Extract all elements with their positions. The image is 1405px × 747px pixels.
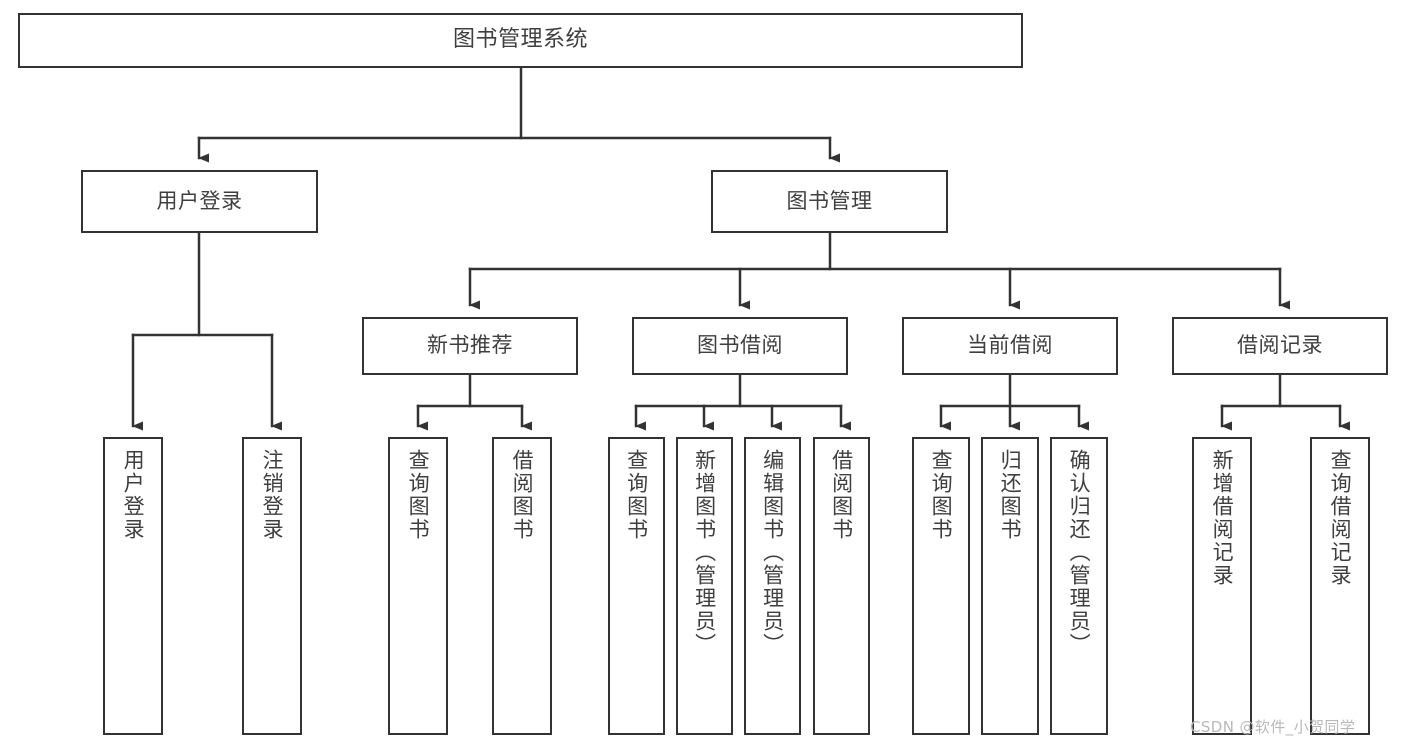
node-label: 新书推荐	[427, 333, 513, 358]
node-current-borrow[interactable]: 当前借阅	[902, 317, 1118, 375]
leaf-logout[interactable]: 注销登录	[242, 437, 302, 735]
node-label: 借阅图书	[510, 449, 535, 541]
node-new-book-recommend[interactable]: 新书推荐	[362, 317, 578, 375]
node-label: 借阅记录	[1237, 333, 1323, 358]
node-user-login[interactable]: 用户登录	[81, 170, 318, 233]
leaf-user-login[interactable]: 用户登录	[103, 437, 163, 735]
node-label: 用户登录	[121, 449, 146, 541]
leaf-add-book[interactable]: 新增图书（管理员）	[676, 437, 733, 735]
leaf-return-book[interactable]: 归还图书	[981, 437, 1039, 735]
node-label: 用户登录	[156, 188, 243, 213]
leaf-query-borrow-record[interactable]: 查询借阅记录	[1310, 437, 1370, 735]
node-label: 借阅图书	[829, 449, 854, 541]
node-label: 图书借阅	[697, 333, 783, 358]
node-borrow-record[interactable]: 借阅记录	[1172, 317, 1388, 375]
node-label: 图书管理	[786, 188, 873, 213]
node-label: 查询图书	[406, 449, 431, 541]
leaf-edit-book[interactable]: 编辑图书（管理员）	[744, 437, 801, 735]
leaf-borrow-book-recommend[interactable]: 借阅图书	[492, 437, 552, 735]
leaf-confirm-return[interactable]: 确认归还（管理员）	[1050, 437, 1108, 735]
node-book-borrow[interactable]: 图书借阅	[632, 317, 848, 375]
leaf-query-book-recommend[interactable]: 查询图书	[388, 437, 448, 735]
node-label: 图书管理系统	[452, 27, 588, 53]
node-book-manage[interactable]: 图书管理	[711, 170, 948, 233]
node-label: 查询借阅记录	[1328, 449, 1353, 587]
node-label: 确认归还（管理员）	[1067, 449, 1092, 656]
leaf-add-borrow-record[interactable]: 新增借阅记录	[1192, 437, 1252, 735]
node-label: 注销登录	[260, 449, 285, 541]
leaf-borrow-book[interactable]: 借阅图书	[813, 437, 870, 735]
node-label: 当前借阅	[967, 333, 1053, 358]
node-label: 查询图书	[929, 449, 954, 541]
leaf-query-book-current[interactable]: 查询图书	[912, 437, 970, 735]
node-label: 新增图书（管理员）	[692, 449, 717, 656]
node-label: 新增借阅记录	[1210, 449, 1235, 587]
node-label: 查询图书	[624, 449, 649, 541]
leaf-query-book-borrow[interactable]: 查询图书	[608, 437, 665, 735]
node-label: 归还图书	[998, 449, 1023, 541]
node-label: 编辑图书（管理员）	[760, 449, 785, 656]
node-root-system[interactable]: 图书管理系统	[18, 13, 1023, 68]
